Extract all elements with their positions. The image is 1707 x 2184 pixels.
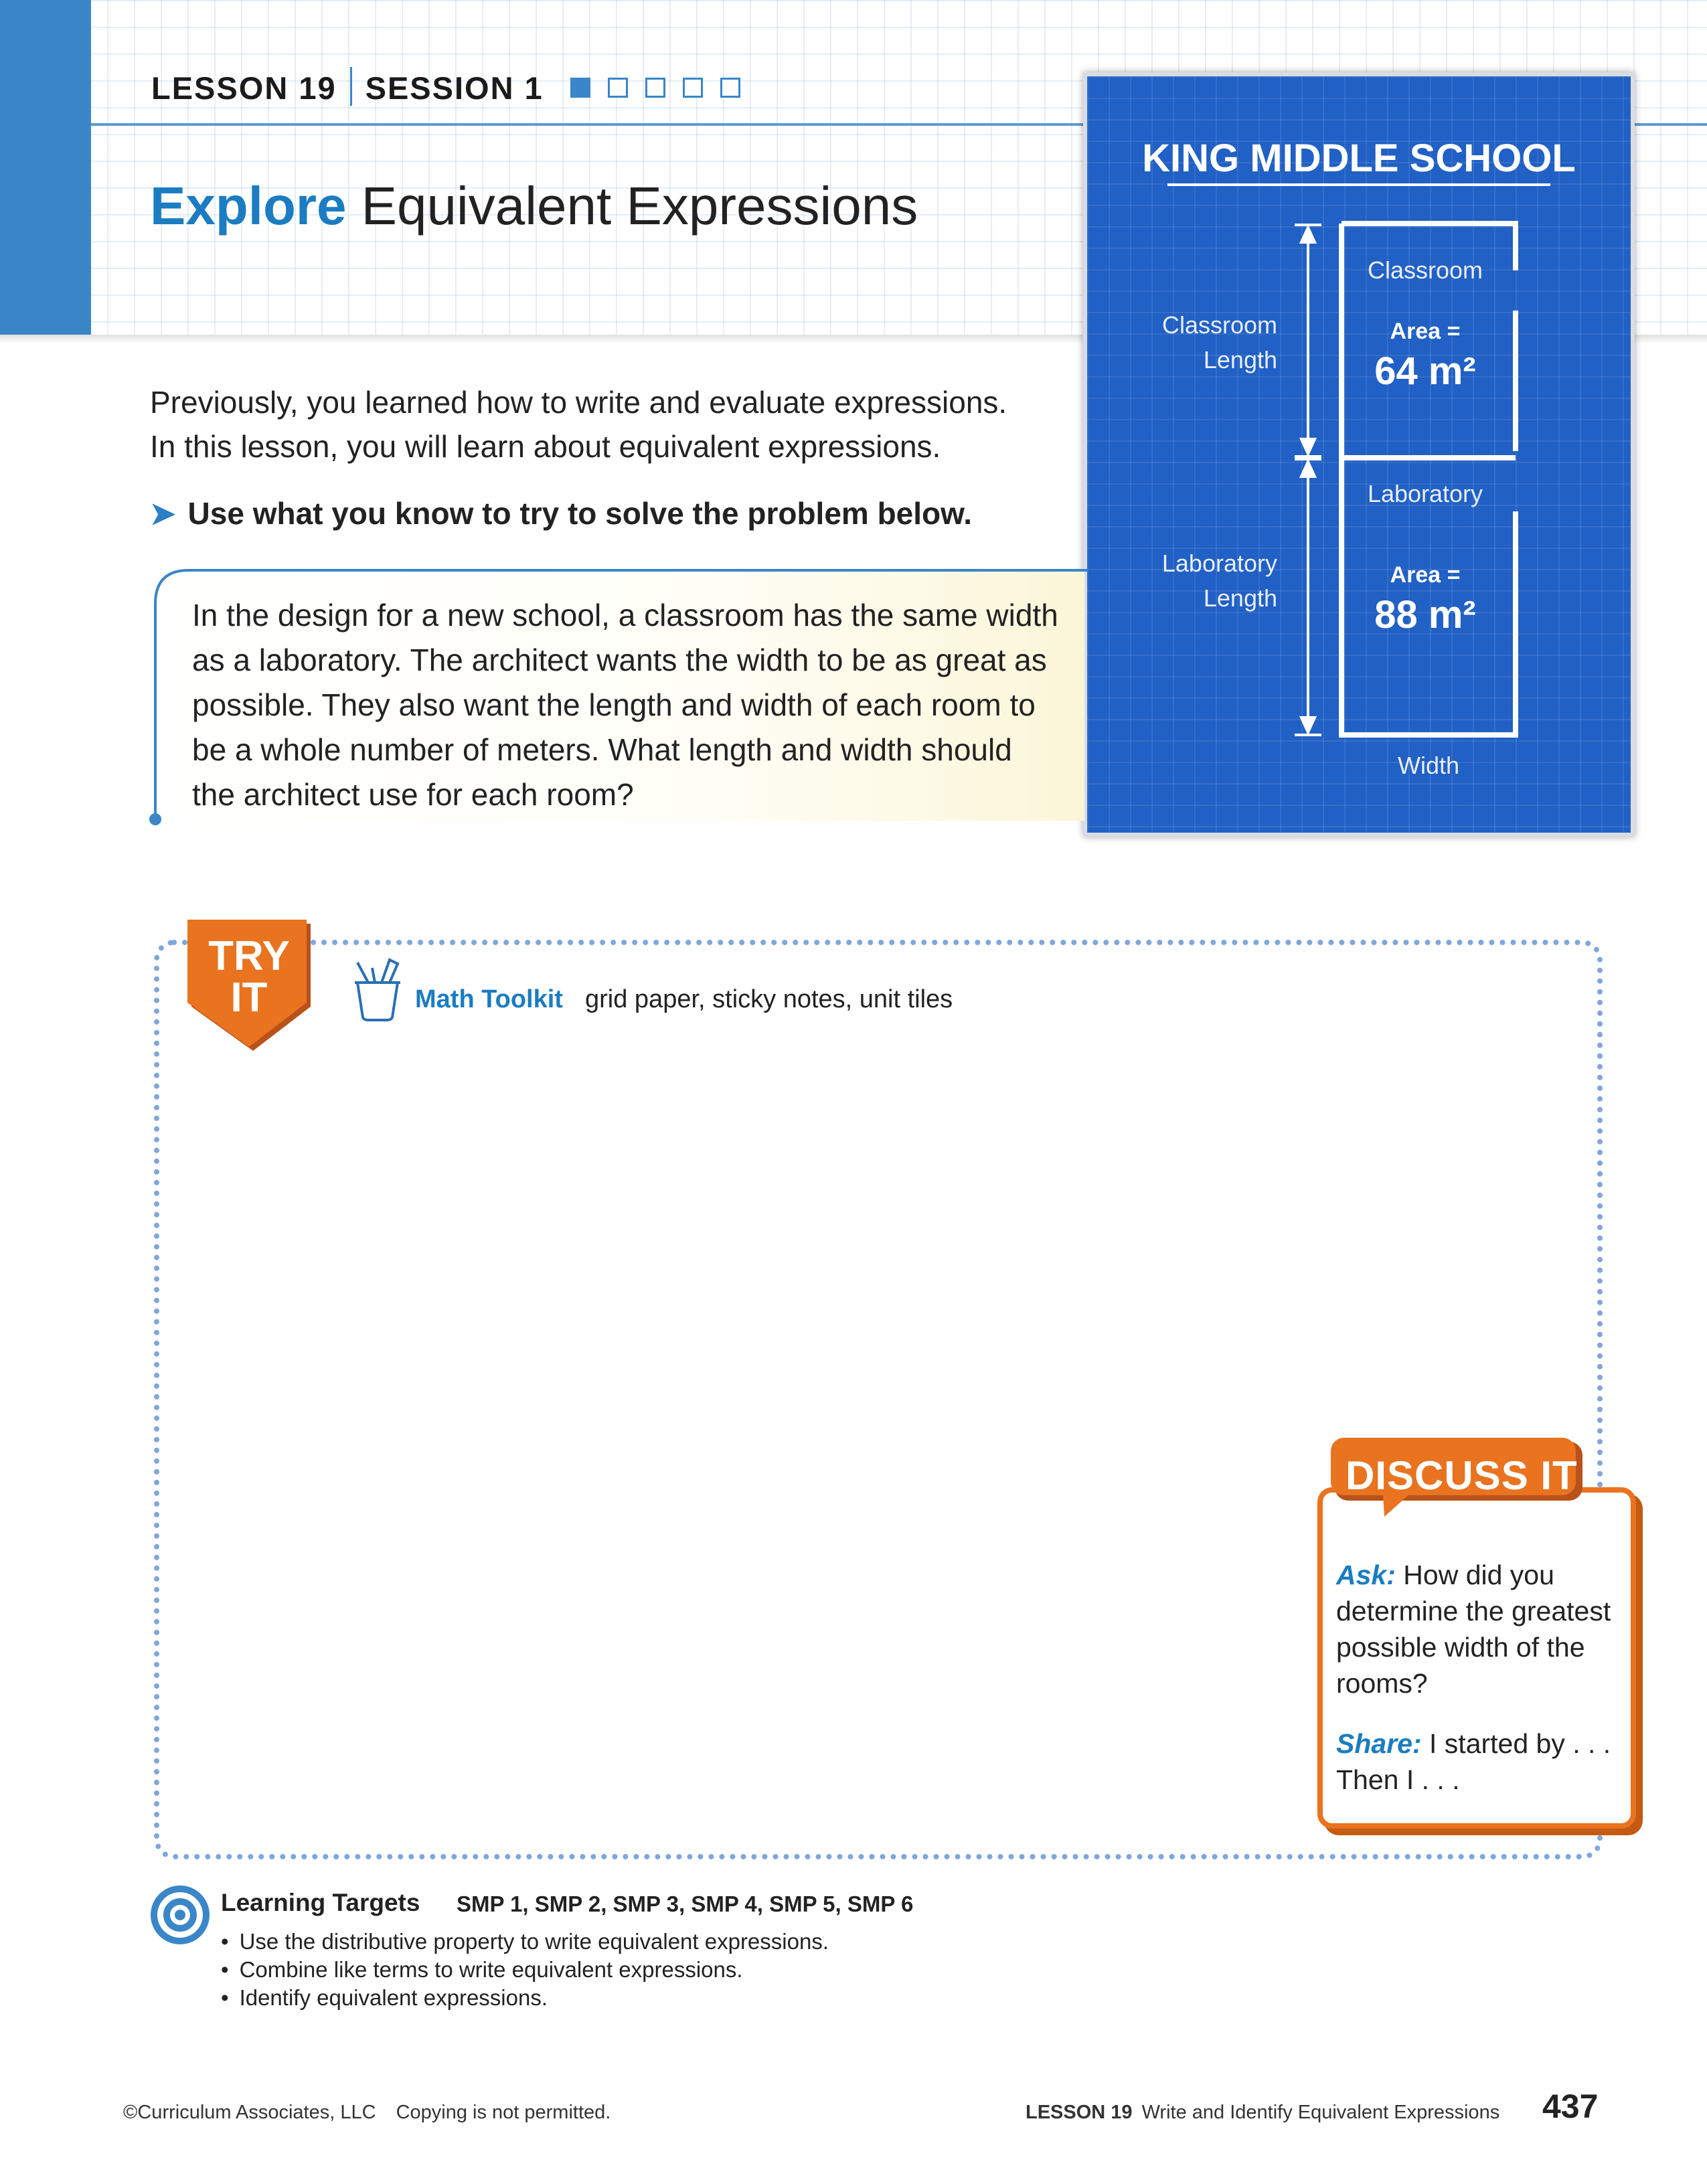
problem-bracket <box>149 569 1087 825</box>
footer-lesson-label: LESSON 19 <box>1026 2102 1133 2123</box>
learning-target-item: Combine like terms to write equivalent e… <box>221 1956 829 1984</box>
progress-box-empty <box>645 78 665 98</box>
classroom-length-label-line1: Classroom <box>1162 311 1277 339</box>
share-text: I started by . . . Then I . . . <box>1336 1728 1611 1795</box>
math-toolkit-title: Math Toolkit <box>415 985 563 1013</box>
session-label: SESSION 1 <box>365 70 544 106</box>
try-it-label-line2: IT <box>230 975 268 1021</box>
width-label: Width <box>1398 752 1459 779</box>
school-name: KING MIDDLE SCHOOL <box>1142 137 1576 180</box>
footer-lesson: LESSON 19 Write and Identify Equivalent E… <box>1026 2102 1499 2124</box>
discuss-it-speech-bubble <box>1331 1438 1582 1517</box>
lesson-session-label: LESSON 19 SESSION 1 <box>151 67 544 106</box>
session-progress <box>570 78 740 98</box>
math-toolkit-items: grid paper, sticky notes, unit tiles <box>585 985 953 1013</box>
laboratory-length-label-line2: Length <box>1204 584 1277 612</box>
learning-targets-list: Use the distributive property to write e… <box>221 1928 829 2012</box>
copyright-text: ©Curriculum Associates, LLC <box>123 2102 376 2123</box>
laboratory-length-label-line1: Laboratory <box>1162 550 1277 577</box>
progress-box-filled <box>570 78 590 98</box>
learning-target-item: Use the distributive property to write e… <box>221 1928 829 1956</box>
discuss-share: Share: I started by . . . Then I . . . <box>1336 1726 1624 1798</box>
try-it-work-area[interactable] <box>154 940 1603 1859</box>
discuss-it-panel <box>1317 1487 1636 1829</box>
problem-box <box>154 569 1084 821</box>
lesson-color-tab <box>0 0 91 335</box>
learning-targets-smp: SMP 1, SMP 2, SMP 3, SMP 4, SMP 5, SMP 6 <box>457 1892 914 1916</box>
copy-notice: Copying is not permitted. <box>396 2102 611 2123</box>
intro-line-1: Previously, you learned how to write and… <box>150 385 1007 420</box>
dimension-arrows <box>1295 224 1321 736</box>
ask-text: How did you determine the greatest possi… <box>1336 1560 1611 1699</box>
target-icon <box>151 1885 210 1944</box>
page-number: 437 <box>1542 2088 1599 2125</box>
try-it-badge <box>187 920 311 1051</box>
title-emphasis: Explore <box>150 176 347 236</box>
blueprint-illustration: KING MIDDLE SCHOOL Classroom Area = 64 m… <box>1083 72 1635 837</box>
floor-plan <box>1339 221 1518 738</box>
classroom-length-label-line2: Length <box>1204 346 1277 373</box>
learning-target-item: Identify equivalent expressions. <box>221 1984 829 2012</box>
try-it-label-line1: TRY <box>208 933 290 979</box>
discuss-ask: Ask: How did you determine the greatest … <box>1336 1557 1624 1701</box>
footer-lesson-title: Write and Identify Equivalent Expression… <box>1141 2102 1500 2123</box>
share-label: Share: <box>1336 1728 1422 1759</box>
page-title: Explore Equivalent Expressions <box>150 175 918 237</box>
classroom-label: Classroom <box>1368 256 1483 284</box>
progress-box-empty <box>683 78 703 98</box>
laboratory-label: Laboratory <box>1368 480 1483 507</box>
problem-text: In the design for a new school, a classr… <box>192 598 1058 812</box>
classroom-area-value: 64 m² <box>1374 349 1476 393</box>
intro-line-2: In this lesson, you will learn about equ… <box>150 429 941 464</box>
header-divider <box>91 123 1707 126</box>
ask-label: Ask: <box>1336 1560 1396 1590</box>
discuss-it-title: DISCUSS IT <box>1346 1453 1578 1498</box>
footer-copyright: ©Curriculum Associates, LLC Copying is no… <box>123 2102 611 2124</box>
toolkit-cup-icon <box>355 958 400 1021</box>
lesson-separator <box>349 67 352 106</box>
arrow-right-icon: ➤ <box>150 496 176 531</box>
laboratory-area-value: 88 m² <box>1374 593 1476 637</box>
instruction-text: Use what you know to try to solve the pr… <box>187 496 972 531</box>
learning-targets-title: Learning Targets <box>221 1889 420 1916</box>
lesson-label: LESSON 19 <box>151 70 337 106</box>
try-it-label: TRY IT <box>187 936 311 1019</box>
title-rest: Equivalent Expressions <box>361 176 918 236</box>
instruction: ➤ Use what you know to try to solve the p… <box>150 495 972 531</box>
classroom-area-label: Area = <box>1390 319 1461 344</box>
laboratory-area-label: Area = <box>1390 562 1461 588</box>
progress-box-empty <box>720 78 740 98</box>
progress-box-empty <box>608 78 628 98</box>
